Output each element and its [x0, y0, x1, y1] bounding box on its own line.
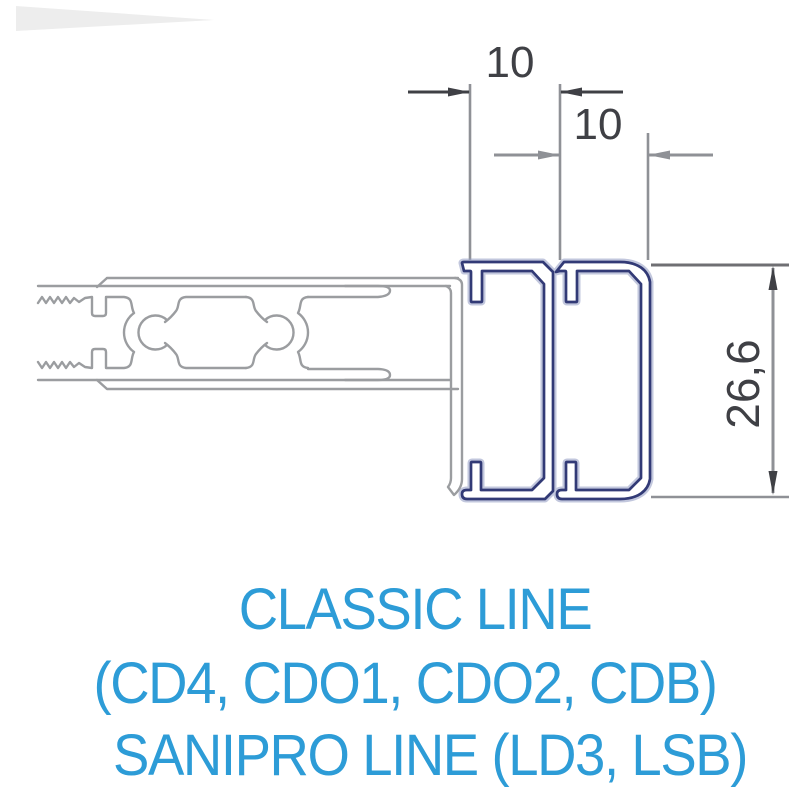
- arrow-down-icon: [768, 471, 778, 495]
- wall-profile-right-channel: [554, 260, 652, 501]
- top-bar-rounded-end: [306, 284, 392, 299]
- dim-label-width-1: 10: [486, 38, 535, 87]
- arrow-right-icon: [448, 87, 470, 97]
- extension-lines: [468, 84, 789, 499]
- boss1-bottom-web: [163, 341, 248, 370]
- caption-block: CLASSIC LINE (CD4, CDO1, CDO2, CDB) SANI…: [93, 576, 748, 787]
- clamp-jaw-and-boss1: [36, 295, 136, 370]
- boss1-top-web: [163, 295, 248, 324]
- dim-label-width-2: 10: [574, 100, 623, 149]
- caption-line-classic-models: (CD4, CDO1, CDO2, CDB): [93, 650, 716, 715]
- bottom-bar-rounded-end: [306, 367, 392, 382]
- caption-line-classic-line: CLASSIC LINE: [239, 576, 592, 641]
- width-dimension-1-arrows: [448, 87, 582, 97]
- dim-label-height: 26,6: [717, 339, 769, 429]
- boss2-outer: [296, 295, 310, 370]
- boss2-bottom-web: [244, 341, 269, 370]
- boss1-screw-port: [137, 314, 169, 351]
- caption-line-sanipro-models: SANIPRO LINE (LD3, LSB): [113, 722, 747, 787]
- width-dimension-2-arrows: [538, 150, 670, 160]
- height-dimension-arrows: [768, 266, 778, 495]
- arrow-right-icon: [538, 150, 560, 160]
- wall-profile-outline: [460, 260, 652, 501]
- boss2-top-web: [244, 295, 269, 324]
- wall-profile-left-channel: [460, 260, 555, 501]
- door-profile-outline: [36, 276, 464, 497]
- bottom-flange-outer: [95, 378, 460, 391]
- arrow-left-icon: [560, 87, 582, 97]
- wall-profile-halo: [458, 258, 654, 503]
- scan-artifact: [16, 6, 214, 31]
- arrow-up-icon: [768, 266, 778, 290]
- hook-wall: [444, 276, 464, 497]
- boss2-screw-port: [263, 314, 295, 351]
- arrow-left-icon: [648, 150, 670, 160]
